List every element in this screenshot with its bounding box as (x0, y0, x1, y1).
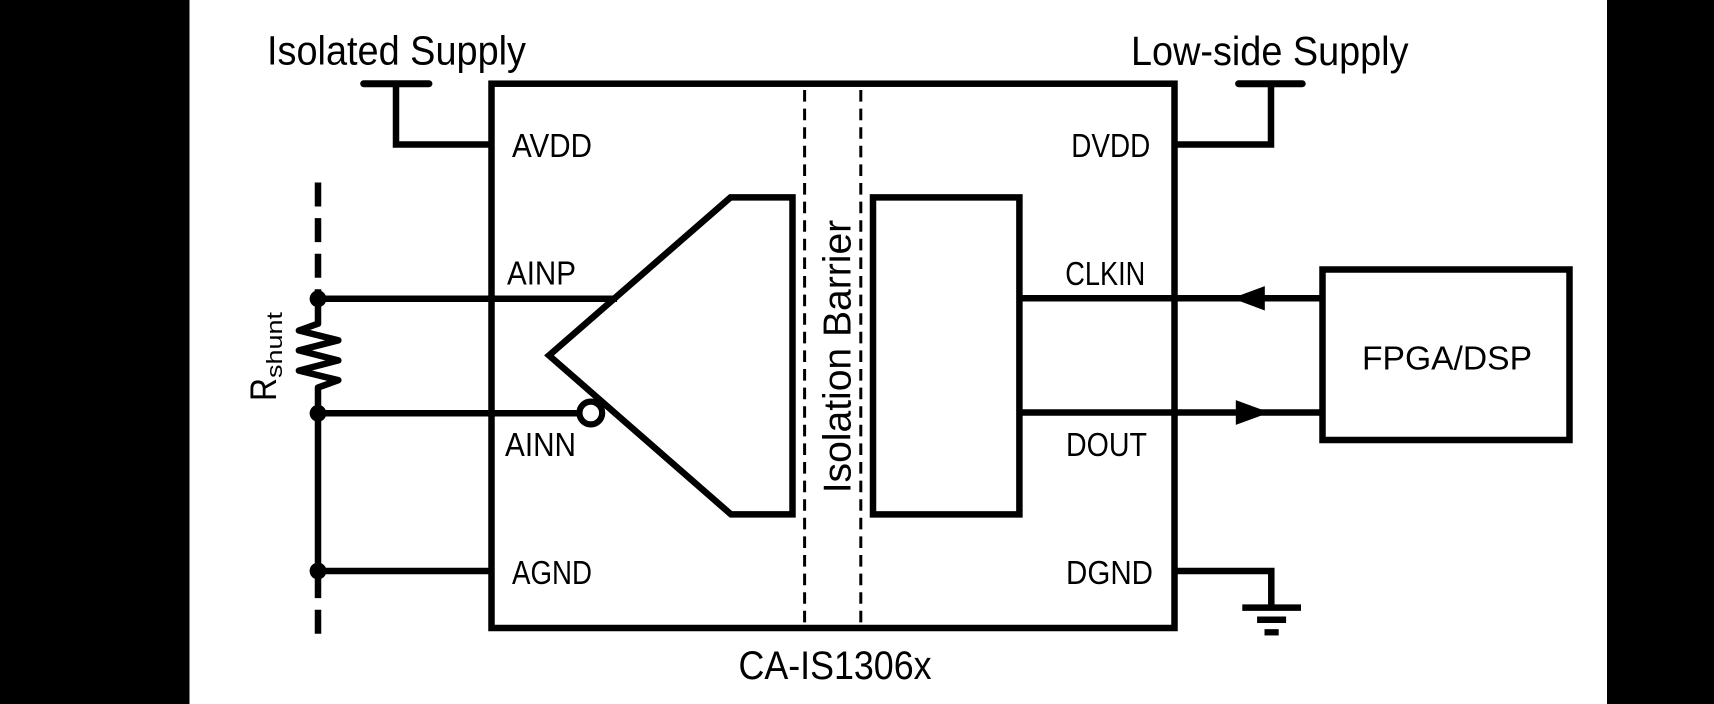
svg-text:DVDD: DVDD (1071, 127, 1150, 164)
svg-text:AINP: AINP (507, 255, 576, 292)
svg-text:FPGA/DSP: FPGA/DSP (1362, 340, 1532, 377)
svg-text:CA-IS1306x: CA-IS1306x (739, 644, 932, 688)
svg-text:AVDD: AVDD (512, 127, 592, 164)
svg-text:DOUT: DOUT (1066, 426, 1147, 463)
svg-text:DGND: DGND (1066, 554, 1153, 591)
svg-text:Low-side Supply: Low-side Supply (1131, 28, 1409, 74)
svg-text:AGND: AGND (512, 554, 592, 591)
svg-text:Isolation Barrier: Isolation Barrier (816, 220, 859, 494)
svg-text:Rshunt: Rshunt (243, 312, 287, 401)
svg-text:Isolated Supply: Isolated Supply (267, 28, 526, 74)
svg-text:CLKIN: CLKIN (1065, 255, 1145, 292)
svg-text:AINN: AINN (505, 426, 576, 463)
